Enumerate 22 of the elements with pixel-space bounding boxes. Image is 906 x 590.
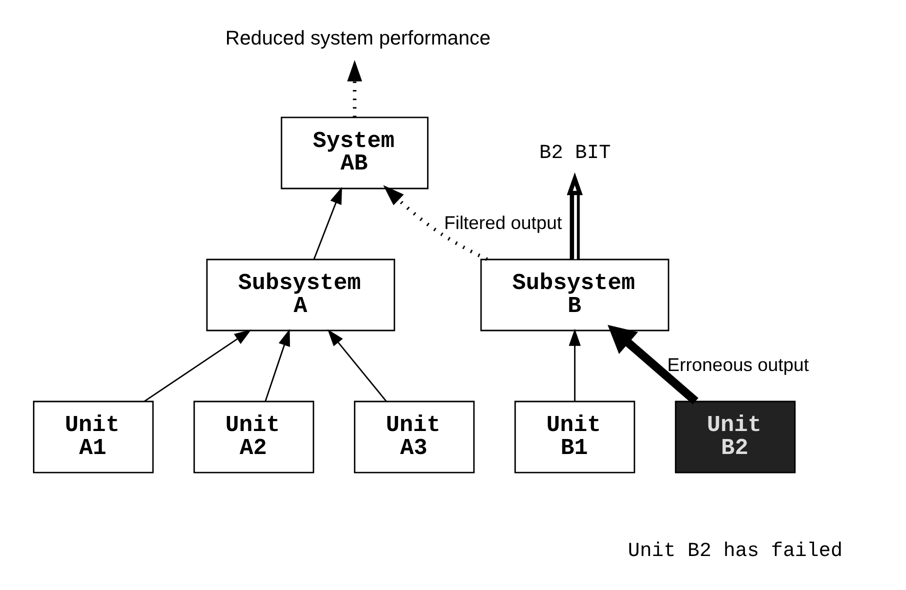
arrow: [568, 328, 581, 402]
arrow: [383, 185, 488, 261]
arrow: [313, 186, 342, 260]
node-box: Unit A2: [193, 400, 314, 474]
node-text: B2 BIT: [539, 141, 611, 164]
node-box: Subsystem B: [480, 258, 670, 332]
edge-label: Filtered output: [444, 212, 562, 233]
node-box: Unit A1: [32, 400, 154, 474]
arrow: [327, 329, 387, 402]
arrow: [566, 172, 583, 260]
node-box: Subsystem A: [206, 258, 396, 332]
node-label: Unit B2 has failed: [628, 538, 843, 562]
arrow: [264, 328, 290, 402]
node-text: Reduced system performance: [225, 28, 491, 50]
arrow: [144, 329, 252, 402]
node-box: System AB: [280, 116, 428, 190]
node-box: Unit B2: [674, 400, 796, 474]
edge-label: Erroneous output: [667, 354, 809, 375]
node-box: Unit A3: [354, 400, 475, 474]
arrow: [608, 324, 698, 404]
node-box: Unit B1: [514, 400, 636, 474]
arrow: [347, 60, 362, 118]
